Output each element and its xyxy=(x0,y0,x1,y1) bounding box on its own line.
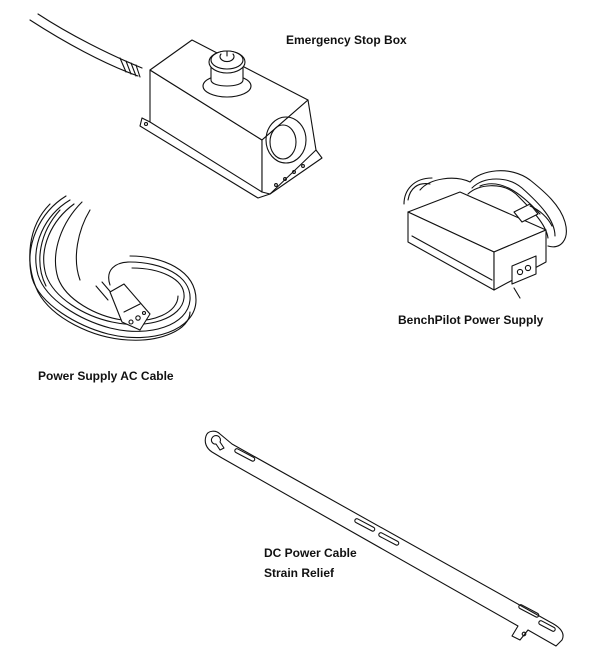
dc-power-cable-label: DC Power Cable xyxy=(264,546,357,560)
emergency-stop-box-drawing xyxy=(29,13,323,199)
estop-side-port xyxy=(265,116,307,164)
estop-push-button xyxy=(202,50,252,98)
power-supply-end-face xyxy=(493,229,547,291)
power-supply-ac-cable-label: Power Supply AC Cable xyxy=(38,369,174,383)
ac-cable-drawing xyxy=(29,195,197,341)
estop-cable xyxy=(29,13,143,78)
power-supply-cable-coil xyxy=(403,170,567,248)
strain-relief-bar-drawing xyxy=(204,430,564,647)
power-supply-drawing xyxy=(403,170,567,299)
strain-relief-label: Strain Relief xyxy=(264,566,335,580)
emergency-stop-box-label: Emergency Stop Box xyxy=(286,33,407,47)
power-supply-ac-inlet xyxy=(511,255,537,285)
benchpilot-power-supply-label: BenchPilot Power Supply xyxy=(398,313,544,327)
ac-cable-plug xyxy=(95,281,151,331)
